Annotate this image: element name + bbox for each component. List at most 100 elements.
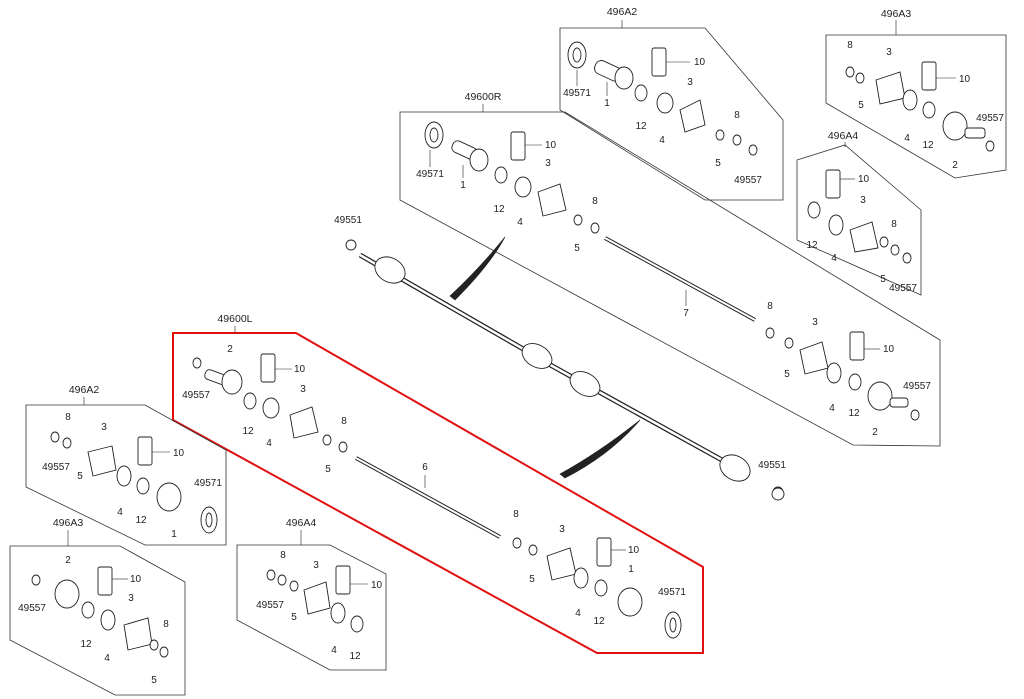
part-label: 49557 [182, 390, 210, 401]
kit-label-top-a4: 496A4 [828, 130, 859, 142]
part-label: 5 [291, 612, 297, 623]
part-label: 8 [341, 416, 347, 427]
part-label: 12 [922, 140, 934, 151]
part-label: 3 [313, 560, 319, 571]
part-label: 10 [173, 448, 185, 459]
kit-label-top-a2: 496A2 [607, 6, 638, 18]
kit-label-left-a2: 496A2 [69, 384, 100, 396]
part-label: 4 [517, 217, 523, 228]
part-label: 12 [135, 515, 147, 526]
part-label: 1 [604, 98, 610, 109]
part-label: 49551 [758, 460, 786, 471]
kit-label-left-a4: 496A4 [286, 517, 317, 529]
part-label: 2 [872, 427, 878, 438]
part-label: 10 [959, 74, 971, 85]
part-label: 4 [117, 507, 123, 518]
part-label: 4 [104, 653, 110, 664]
part-label: 8 [280, 550, 286, 561]
part-label: 4 [904, 133, 910, 144]
part-label: 49571 [416, 169, 444, 180]
part-label: 12 [593, 616, 605, 627]
part-label: 49557 [734, 175, 762, 186]
part-label: 49557 [889, 283, 917, 294]
assembly-frame-rear-left [172, 332, 704, 654]
part-label: 3 [128, 593, 134, 604]
part-label: 5 [715, 158, 721, 169]
part-label: 6 [422, 462, 428, 473]
part-label: 5 [574, 243, 580, 254]
kit-frame-top-a3 [825, 34, 1007, 179]
part-label: 8 [847, 40, 853, 51]
part-label: 8 [65, 412, 71, 423]
part-label: 1 [171, 529, 177, 540]
part-label: 49551 [334, 215, 362, 226]
kit-frame-left-a2 [25, 404, 227, 546]
part-label: 12 [349, 651, 361, 662]
part-label: 49571 [194, 478, 222, 489]
part-label: 4 [831, 253, 837, 264]
part-label: 12 [493, 204, 505, 215]
part-label: 4 [659, 135, 665, 146]
part-label: 49571 [563, 88, 591, 99]
part-label: 12 [806, 240, 818, 251]
part-label: 1 [628, 564, 634, 575]
part-label: 12 [80, 639, 92, 650]
part-label: 10 [883, 344, 895, 355]
part-label: 5 [151, 675, 157, 686]
part-label: 49557 [976, 113, 1004, 124]
part-label: 10 [371, 580, 383, 591]
part-label: 8 [513, 509, 519, 520]
kit-frame-left-a4 [236, 544, 387, 671]
part-label: 8 [163, 619, 169, 630]
part-label: 5 [529, 574, 535, 585]
part-label: 2 [227, 344, 233, 355]
part-label: 10 [628, 545, 640, 556]
part-label: 2 [65, 555, 71, 566]
part-label: 12 [242, 426, 254, 437]
part-label: 49571 [658, 587, 686, 598]
part-label: 3 [687, 77, 693, 88]
part-label: 4 [266, 438, 272, 449]
part-label: 12 [635, 121, 647, 132]
part-label: 8 [767, 301, 773, 312]
grease-tube-icon [651, 47, 667, 77]
part-label: 4 [575, 608, 581, 619]
part-label: 5 [77, 471, 83, 482]
part-label: 7 [683, 308, 689, 319]
kit-label-left-a3: 496A3 [53, 517, 84, 529]
part-label: 4 [331, 645, 337, 656]
part-label: 10 [694, 57, 706, 68]
part-label: 2 [952, 160, 958, 171]
drive-shaft-assembly [345, 236, 784, 498]
part-label: 8 [734, 110, 740, 121]
part-label: 10 [858, 174, 870, 185]
part-label: 49557 [256, 600, 284, 611]
part-label: 49557 [42, 462, 70, 473]
part-label: 10 [294, 364, 306, 375]
part-label: 5 [325, 464, 331, 475]
part-label: 1 [460, 180, 466, 191]
part-label: 3 [545, 158, 551, 169]
part-label: 3 [860, 195, 866, 206]
part-label: 5 [880, 274, 886, 285]
assembly-frame-rear-right [399, 111, 941, 447]
part-label: 5 [784, 369, 790, 380]
leader-lines [112, 61, 956, 585]
boot-icon [679, 99, 706, 133]
part-label: 3 [559, 524, 565, 535]
part-label: 10 [130, 574, 142, 585]
kit-frame-top-a4 [796, 144, 922, 296]
part-label: 49557 [18, 603, 46, 614]
part-label: 3 [101, 422, 107, 433]
part-label: 49557 [903, 381, 931, 392]
assembly-label-rear-left: 49600L [217, 313, 252, 325]
part-label: 8 [592, 196, 598, 207]
part-label: 12 [848, 408, 860, 419]
part-label: 4 [829, 403, 835, 414]
kit-frame-left-a3 [9, 545, 186, 696]
part-label: 3 [300, 384, 306, 395]
assembly-label-rear-right: 49600R [465, 91, 502, 103]
part-label: 3 [812, 317, 818, 328]
